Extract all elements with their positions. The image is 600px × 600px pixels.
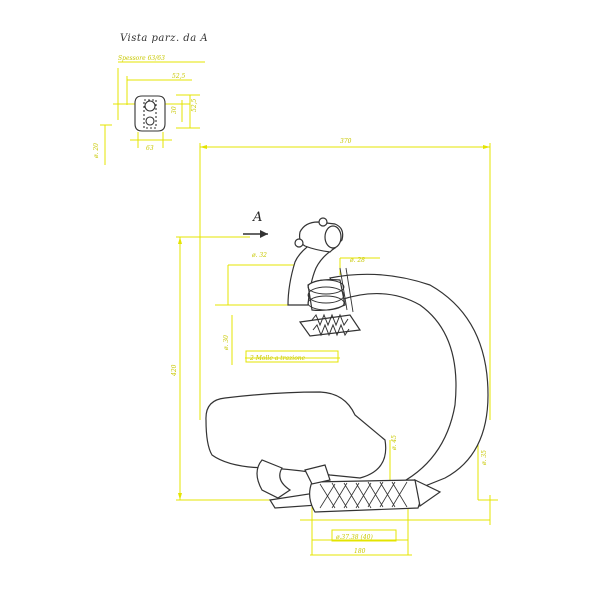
flange-spacing-label: Spessore 63/63 [118, 55, 165, 62]
flange-detail-view: Spessore 63/63 52,5 52,5 30 ø. 20 63 [93, 55, 205, 165]
silencer-length-label: 180 [354, 548, 366, 555]
view-marker-label: A [253, 210, 263, 225]
silencer-dia-label: ø.37.38 (40) [335, 534, 373, 541]
diameter-spring-label: ø. 30 [223, 335, 230, 351]
diameter-end-label: ø. 45 [391, 435, 398, 451]
overall-dimension-lines [176, 143, 498, 556]
silencer-note-box [331, 529, 397, 542]
diameter-top-label: ø. 32 [251, 252, 267, 259]
spring-note-box [245, 350, 339, 363]
view-arrow-a [243, 230, 268, 238]
overall-width-label: 370 [340, 138, 352, 145]
exhaust-pipe-body [205, 217, 489, 513]
flange-hole-label: ø. 20 [93, 143, 100, 159]
flange-bottom-label: 63 [146, 145, 154, 152]
diameter-mid-label: ø. 28 [349, 257, 365, 264]
spring-note-label: 2 Molle a trazione [249, 355, 306, 362]
flange-h1-label: 52,5 [191, 98, 198, 112]
flange-h2-label: 30 [171, 106, 178, 114]
dimension-arrows [178, 145, 490, 500]
tension-springs [311, 313, 350, 337]
pipe-sleeve-ribs [307, 267, 354, 313]
flange-width-label: 52,5 [172, 73, 186, 80]
silencer-mesh [319, 481, 408, 509]
overall-height-label: 420 [171, 364, 178, 377]
diameter-bottom-label: ø. 35 [481, 450, 488, 466]
view-title: Vista parz. da A [120, 33, 209, 44]
